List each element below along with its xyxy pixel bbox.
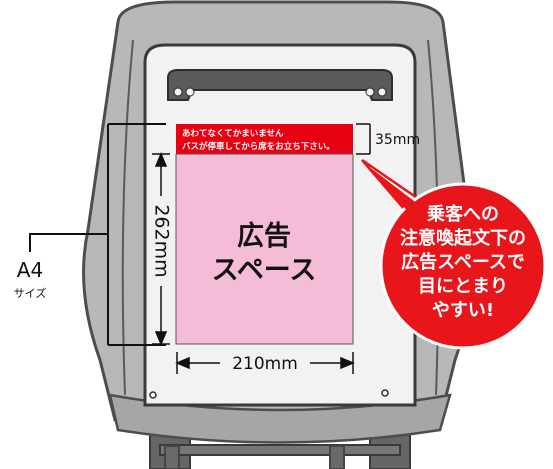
ad-width-label: 210mm xyxy=(232,354,298,374)
warning-line-1: あわてなくてかまいません xyxy=(182,129,284,139)
ad-width-arrow xyxy=(175,352,355,374)
ad-space-label-2: スペース xyxy=(212,255,317,286)
warning-band xyxy=(176,124,353,154)
paper-size-sub: サイズ xyxy=(14,286,47,300)
header-height-label: 35mm xyxy=(375,132,420,148)
ad-space xyxy=(175,153,354,345)
warning-line-2: バスが停車してから席をお立ち下さい。 xyxy=(182,141,335,152)
callout-line-4: 目にとまり xyxy=(418,276,508,297)
seat-bottom-band xyxy=(108,393,452,444)
paper-size-label: A4 xyxy=(17,258,43,282)
callout-line-5: やすい! xyxy=(432,300,494,321)
callout-bubble xyxy=(361,158,547,350)
ad-height-arrow xyxy=(152,152,170,346)
screw-icon xyxy=(149,391,157,399)
ad-height-label: 262mm xyxy=(151,204,173,277)
seat-legs xyxy=(164,445,345,469)
header-height-bracket xyxy=(356,123,371,155)
grab-handle xyxy=(167,69,393,101)
screw-icon xyxy=(381,389,389,397)
callout-line-2: 注意喚起文下の xyxy=(400,227,526,249)
a4-bracket xyxy=(29,123,166,346)
callout-line-1: 乗客への xyxy=(427,203,499,225)
callout-line-3: 広告スペースで xyxy=(401,251,525,273)
ad-space-label-1: 広告 xyxy=(237,220,291,252)
